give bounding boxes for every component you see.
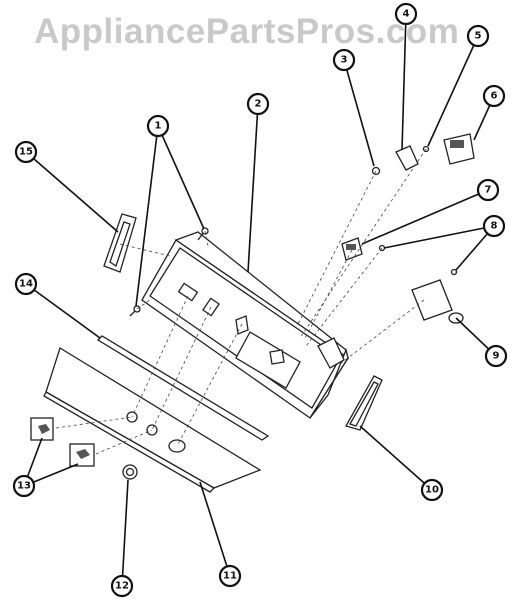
callout-15: 15 (14, 140, 38, 164)
knob-13-b[interactable] (69, 443, 95, 467)
front-panel[interactable] (43, 347, 262, 493)
callout-6: 6 (482, 84, 506, 108)
callout-10: 10 (420, 478, 444, 502)
callout-5-label: 5 (475, 31, 482, 42)
callout-4: 4 (394, 2, 418, 26)
callout-7: 7 (476, 178, 500, 202)
callout-2-label: 2 (255, 99, 262, 110)
callout-9-label: 9 (493, 351, 500, 362)
knob-13-a[interactable] (30, 417, 54, 441)
leader-lines (23, 13, 497, 587)
watermark-text: AppliancePartsPros.com (34, 12, 460, 51)
callout-14-label: 14 (19, 279, 33, 290)
callout-13-label: 13 (17, 481, 31, 492)
callout-3: 3 (332, 48, 356, 72)
callout-11: 11 (218, 564, 242, 588)
callout-12-label: 12 (115, 581, 129, 592)
callout-10-label: 10 (425, 485, 439, 496)
end-cap-right[interactable] (345, 375, 383, 431)
callout-9: 9 (484, 344, 508, 368)
timer-9[interactable] (411, 279, 464, 324)
callout-1-label: 1 (155, 121, 162, 132)
callout-12: 12 (110, 574, 134, 598)
callout-15-label: 15 (19, 147, 33, 158)
callout-11-label: 11 (223, 571, 237, 582)
callout-14: 14 (14, 272, 38, 296)
end-cap-left[interactable] (103, 213, 137, 273)
callout-3-label: 3 (341, 55, 348, 66)
callout-8-label: 8 (491, 221, 498, 232)
callout-8: 8 (482, 214, 506, 238)
knob-12[interactable] (122, 464, 138, 480)
trim-strip[interactable] (96, 335, 270, 441)
switch-6[interactable] (443, 133, 475, 165)
callout-6-label: 6 (491, 91, 498, 102)
callout-7-label: 7 (485, 185, 492, 196)
callout-5: 5 (466, 24, 490, 48)
callout-2: 2 (246, 92, 270, 116)
switch-7[interactable] (341, 237, 363, 261)
bracket-4[interactable] (395, 145, 419, 171)
console-panel[interactable] (141, 231, 350, 419)
callout-4-label: 4 (403, 9, 410, 20)
callout-1: 1 (146, 114, 170, 138)
screw-8-b[interactable] (450, 268, 458, 276)
alignment-lines (55, 148, 427, 455)
callout-13: 13 (12, 474, 36, 498)
